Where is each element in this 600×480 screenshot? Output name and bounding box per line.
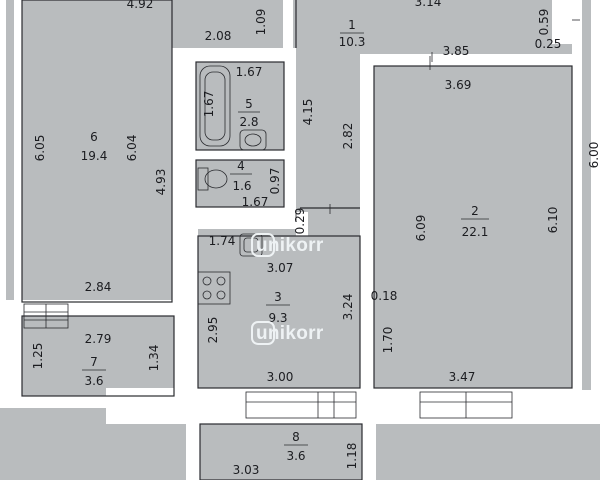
room-8-number: 8: [292, 430, 300, 444]
kitchen-sink-icon: [239, 233, 263, 257]
dim-b7-top: 2.79: [85, 332, 112, 346]
dim-r6-bottom: 2.84: [85, 280, 112, 294]
room-labels: 1 10.3 2 22.1 3 9.3 4 1.6 5 2.8 6 19.4 7…: [81, 18, 489, 463]
dim-b7-left: 1.25: [31, 343, 45, 370]
dimension-labels-vertical: 1.09 0.59 6.00 1.67 4.15 2.82 0.97 6.05 …: [31, 9, 600, 470]
wall-b7-left: [0, 316, 22, 406]
room-4-number: 4: [237, 159, 245, 173]
dim-r2-right: 6.10: [546, 207, 560, 234]
wall-b7-bottom: [0, 396, 110, 408]
dim-k-top: 3.07: [267, 261, 294, 275]
wall-b8-left: [186, 420, 200, 480]
dim-bath-top: 1.67: [236, 65, 263, 79]
dim-k-bottom: 3.00: [267, 370, 294, 384]
room-5-area: 2.8: [239, 115, 258, 129]
dim-top-left: 4.92: [127, 0, 154, 11]
room-8-area: 3.6: [286, 449, 305, 463]
room-3-number: 3: [274, 290, 282, 304]
room-6-area: 19.4: [81, 149, 108, 163]
wall-b7-right: [174, 316, 188, 408]
wall-bath-wc: [196, 150, 286, 160]
dim-corr-282: 2.82: [341, 123, 355, 150]
wall-k-stub: [296, 212, 308, 236]
room-7-number: 7: [90, 355, 98, 369]
dim-wc-bottom: 1.67: [242, 195, 269, 209]
dim-b7-right: 1.34: [147, 345, 161, 372]
wall-b8-right: [362, 420, 376, 480]
dimension-labels: 4.92 3.14 2.08 0.25 3.85 3.69 1.67 1.67 …: [85, 0, 562, 477]
sink-icon: [239, 129, 267, 151]
dim-bath-left: 1.67: [202, 91, 216, 118]
room-6-number: 6: [90, 130, 98, 144]
windows: [23, 19, 580, 419]
stove-icon: [197, 271, 231, 305]
toilet-tank-icon: [197, 167, 209, 191]
dim-k-right: 3.24: [341, 294, 355, 321]
dim-door-170: 1.70: [381, 327, 395, 354]
dim-025: 0.25: [535, 37, 562, 51]
room-4-area: 1.6: [232, 179, 251, 193]
watermark-logo-top: unikorr: [251, 233, 324, 257]
room-1-area: 10.3: [339, 35, 366, 49]
wall-bottom-left: [106, 388, 190, 424]
room-2-number: 2: [471, 204, 479, 218]
dim-top-right: 3.14: [415, 0, 442, 9]
watermark-text-top: unikorr: [256, 235, 324, 256]
room-5-number: 5: [245, 97, 253, 111]
dim-208: 2.08: [205, 29, 232, 43]
dim-r6-left: 6.05: [33, 135, 47, 162]
wall-corridor-top: [283, 0, 293, 58]
wall-wc-bottom: [196, 207, 296, 229]
dim-r2-left: 6.09: [414, 215, 428, 242]
dim-600: 6.00: [587, 142, 600, 169]
wall-bath-right: [284, 48, 296, 216]
dim-b8-right: 1.18: [345, 443, 359, 470]
watermarks: unikorr unikorr: [251, 233, 324, 345]
wall-r2-top: [360, 54, 582, 66]
dim-r2-top-outer: 3.85: [443, 44, 470, 58]
dim-k-top-left: 1.74: [209, 234, 236, 248]
room-1-number: 1: [348, 18, 356, 32]
dim-corridor-109: 1.09: [254, 9, 268, 36]
fixtures: [197, 65, 267, 305]
toilet-icon: [204, 169, 228, 189]
wall-r2-left: [360, 54, 374, 394]
dim-bath-right: 4.15: [301, 99, 315, 126]
dim-wc-right: 0.97: [268, 168, 282, 195]
dim-059: 0.59: [537, 9, 551, 36]
dim-door-018: 0.18: [371, 289, 398, 303]
wall-bath-top: [172, 48, 296, 62]
dim-k-left: 2.95: [206, 317, 220, 344]
room-3-area: 9.3: [268, 311, 287, 325]
room-7-area: 3.6: [84, 374, 103, 388]
dim-r2-bottom: 3.47: [449, 370, 476, 384]
room-outlines: [21, 0, 573, 480]
dim-r2-top-inner: 3.69: [445, 78, 472, 92]
watermark-logo-bottom: unikorr: [251, 321, 324, 345]
watermark-text-bottom: unikorr: [256, 323, 324, 344]
dim-r6-right: 6.04: [125, 135, 139, 162]
bathtub-icon: [199, 65, 231, 147]
wall-right-niche: [552, 0, 582, 44]
dim-hall-493: 4.93: [154, 169, 168, 196]
window-kitchen: [245, 391, 357, 419]
room-2-area: 22.1: [462, 225, 489, 239]
dim-k-029: 0.29: [293, 208, 307, 235]
dim-b8-bottom: 3.03: [233, 463, 260, 477]
